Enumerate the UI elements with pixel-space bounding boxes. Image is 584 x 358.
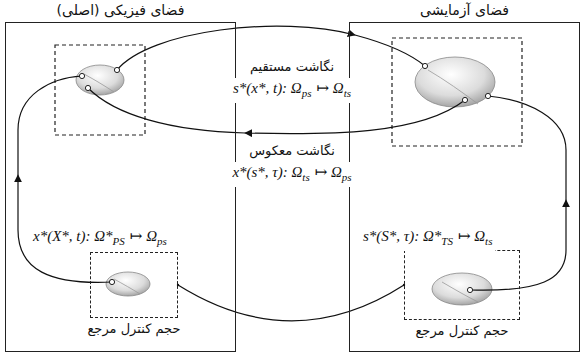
mapping-curve — [88, 88, 245, 133]
panel-title: فضای آزمایشی — [349, 0, 580, 20]
mapping-formula: x*(X*, t): Ω*PS ↦ Ωps — [30, 226, 170, 251]
body-contour — [114, 279, 140, 294]
formula-subscript: ts — [344, 87, 351, 99]
body-shape — [76, 65, 124, 95]
body-contour — [84, 74, 114, 92]
mapping-curve — [488, 96, 566, 200]
mapping-curve — [245, 100, 465, 134]
point-dot — [422, 63, 427, 68]
space-panel: فضای فیزیکی (اصلی) حجم کنترل مرجع — [5, 0, 236, 352]
formula-text: x*(X*, t): Ω* — [33, 228, 113, 244]
panel-title: فضای فیزیکی (اصلی) — [5, 0, 236, 20]
mapping-formula: s*(S*, τ): Ω*TS ↦ Ωts — [360, 226, 495, 251]
reference-control-volume: حجم کنترل مرجع — [82, 252, 186, 338]
formula-subscript: ps — [342, 171, 352, 183]
formula-text: ↦ Ω — [458, 228, 485, 244]
panel-border — [5, 22, 236, 352]
formula-subscript: PS — [113, 235, 125, 247]
formula-subscript: ts — [302, 171, 309, 183]
body-shape — [106, 272, 150, 296]
body-contour — [428, 70, 478, 104]
connector — [178, 285, 404, 321]
point-dot — [114, 67, 119, 72]
formula-text: s*(S*, τ): Ω* — [363, 228, 441, 244]
volume-label: حجم کنترل مرجع — [82, 320, 186, 338]
formula-text: ↦ Ω — [130, 228, 157, 244]
point-dot — [462, 97, 467, 102]
formula-text: ↦ Ω — [315, 164, 342, 180]
formula-text: x*(s*, τ): Ω — [232, 164, 302, 180]
dashed-frame — [55, 45, 145, 135]
point-dot — [467, 287, 472, 292]
mapping-formula: x*(s*, τ): Ωts ↦ Ωps — [229, 162, 354, 187]
mapping-curve — [355, 35, 425, 66]
formula-subscript: TS — [441, 235, 453, 247]
volume-label: حجم کنترل مرجع — [396, 322, 528, 340]
formula-subscript: ts — [485, 235, 492, 247]
reference-control-volume: حجم کنترل مرجع — [396, 250, 528, 340]
panel-heading: فضای آزمایشی — [349, 0, 580, 22]
dashed-frame — [404, 250, 520, 320]
panel-border — [349, 22, 580, 352]
formula-subscript: ps — [157, 235, 167, 247]
point-dot — [79, 73, 84, 78]
body-shape — [415, 57, 495, 107]
point-dot — [485, 93, 490, 98]
dashed-frame — [392, 38, 522, 146]
space-panel: فضای آزمایشی حجم کنترل مرجع — [349, 0, 580, 352]
dashed-frame — [90, 252, 178, 318]
formula-subscript: ps — [302, 87, 312, 99]
formula-text: s*(x*, t): Ω — [233, 80, 302, 96]
formula-text: ↦ Ω — [317, 80, 344, 96]
body-contour — [442, 282, 478, 302]
mapping-curve — [18, 76, 82, 175]
point-dot — [109, 279, 114, 284]
panel-heading: فضای فیزیکی (اصلی) — [5, 0, 236, 22]
mapping-name: نگاشت مستقیم — [247, 58, 337, 76]
body-shape — [432, 273, 492, 305]
mapping-name: نگاشت معکوس — [246, 142, 338, 160]
point-dot — [85, 85, 90, 90]
mapping-formula: s*(x*, t): Ωps ↦ Ωts — [230, 78, 354, 103]
